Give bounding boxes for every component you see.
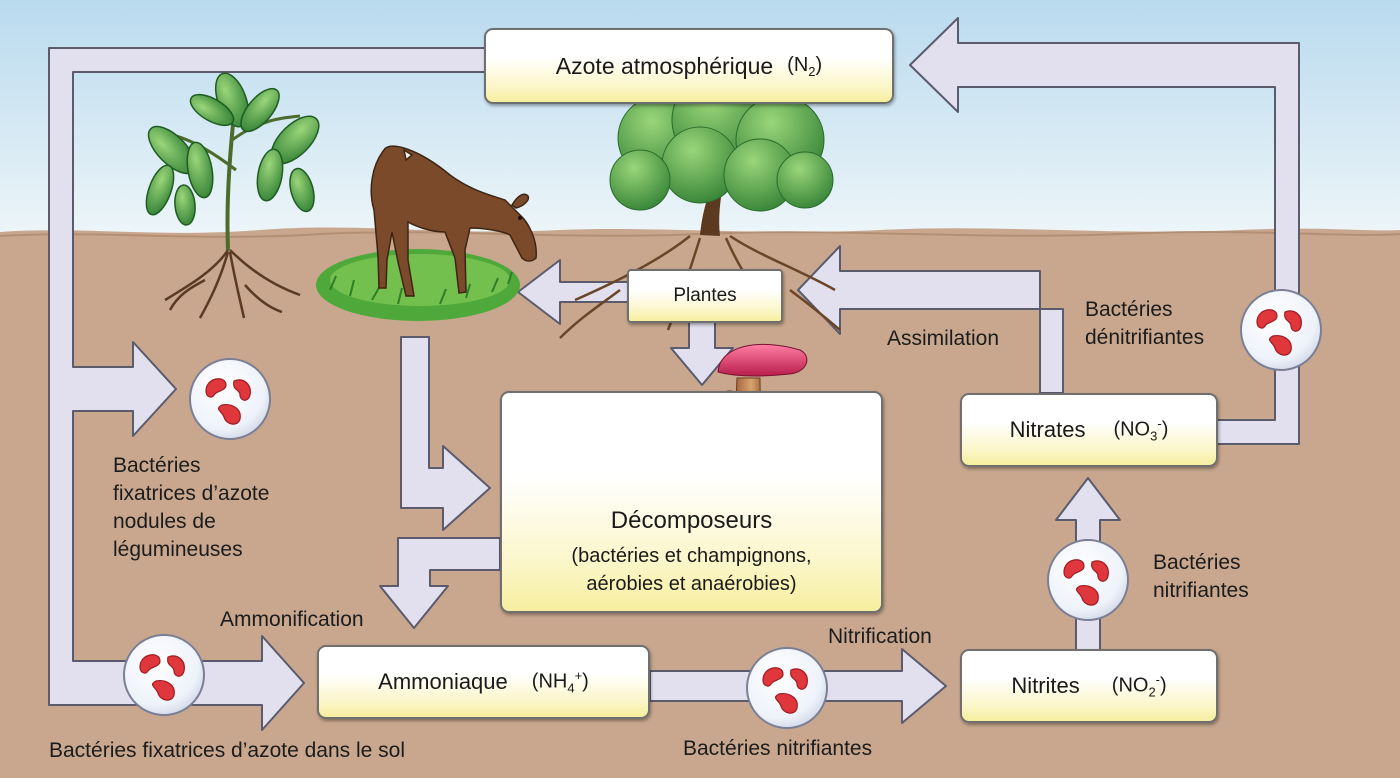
n2-formula-sub: 2 [808,63,816,79]
assimilation-label: Assimilation [887,327,1000,350]
n2-formula: (N2) [787,53,823,79]
nh4-formula-symbol: NH [538,670,568,693]
bacteries-fixatrices-line3: nodules de [113,510,216,533]
bacteries-nitrifiantes-right-label: Bactéries nitrifiantes [1153,549,1249,605]
ammoniaque-title: Ammoniaque [378,669,508,694]
plantes-title: Plantes [673,285,737,306]
bacteries-fixatrices-line1: Bactéries [113,454,201,477]
bacteria-icon [1047,539,1129,621]
no3-formula-sup: - [1157,416,1162,432]
bacteries-fixatrices-line4: légumineuses [113,538,243,561]
no3-formula-symbol: NO [1120,418,1151,441]
bacteries-fixatrices-sol-label: Bactéries fixatrices d’azote dans le sol [49,739,406,762]
atmospheric-nitrogen-title: Azote atmosphérique [555,52,774,79]
grass-icon [316,249,520,321]
bacteries-fixatrices-label: Bactéries fixatrices d’azote nodules de … [113,452,269,564]
nitrates-box: Nitrates (NO3-) [960,393,1218,467]
bacteria-icon [1240,289,1322,371]
bacteries-denitrifiantes-line1: Bactéries [1085,298,1173,321]
no2-formula-sub: 2 [1148,684,1156,700]
bacteria-icon [123,634,205,716]
decomposeurs-line1: (bactéries et champignons, [571,545,812,567]
ammonification-label: Ammonification [220,608,364,631]
decomposeurs-line2: aérobies et anaérobies) [586,573,797,595]
no2-formula-sup: - [1155,672,1161,688]
no2-formula-symbol: NO [1118,674,1149,697]
bacteries-nitrifiantes-right-line1: Bactéries [1153,551,1241,574]
nitrates-title: Nitrates [1009,417,1086,442]
nitrites-title: Nitrites [1011,673,1080,698]
bacteries-denitrifiantes-line2: dénitrifiantes [1085,326,1205,349]
nh4-formula-sub: 4 [567,680,575,696]
nitrites-box: Nitrites (NO2-) [960,649,1218,723]
bacteries-fixatrices-line2: fixatrices d’azote [113,482,270,505]
nh4-formula-sup: + [574,668,583,684]
bacteria-icon [189,358,271,440]
decomposeurs-box: Décomposeurs (bactéries et champignons, … [500,391,883,613]
legume-plant-icon [145,72,320,319]
no2-formula: (NO2-) [1111,672,1167,700]
n2-formula-symbol: N [793,53,809,76]
bacteries-denitrifiantes-label: Bactéries dénitrifiantes [1085,296,1204,352]
nh4-formula: (NH4+) [531,668,589,696]
atmospheric-nitrogen-box: Azote atmosphérique (N2) [484,28,894,104]
bacteries-nitrifiantes-bottom-label: Bactéries nitrifiantes [683,737,873,760]
ammoniaque-box: Ammoniaque (NH4+) [317,645,650,719]
decomposeurs-title: Décomposeurs [610,507,773,534]
no3-formula: (NO3-) [1113,416,1169,444]
plantes-box: Plantes [627,269,783,323]
bacteria-icon [746,647,828,729]
deer-icon [370,145,537,297]
no3-formula-sub: 3 [1150,428,1158,444]
nitrification-label: Nitrification [828,625,932,648]
bacteries-nitrifiantes-right-line2: nitrifiantes [1153,579,1249,602]
